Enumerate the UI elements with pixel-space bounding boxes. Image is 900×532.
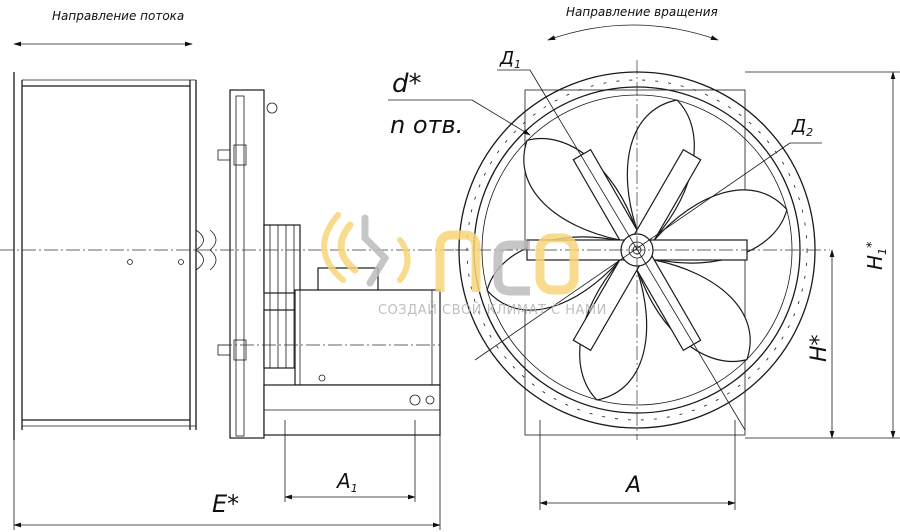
watermark-slogan: СОЗДАЙ СВОЙ КЛИМАТ С НАМИ	[378, 302, 607, 318]
dimension-annotations: d* n отв. Д1 Д2 H1* H* A1 A E*	[13, 48, 900, 530]
rotation-direction-label: Направление вращения	[566, 5, 718, 19]
d2-label: Д2	[791, 116, 813, 139]
electric-motor	[294, 267, 441, 386]
rotation-arrow	[547, 24, 719, 41]
a1-label: A1	[335, 469, 358, 495]
flow-direction-label: Направление потока	[52, 9, 184, 23]
h-label: H*	[807, 334, 832, 362]
duct-casing	[13, 72, 217, 440]
front-view	[455, 60, 830, 440]
flow-direction-indicator: Направление потока	[13, 9, 193, 47]
pulley-belt-drive	[263, 224, 301, 369]
motor-base	[263, 384, 441, 436]
e-label: E*	[212, 490, 239, 518]
ground-icon	[409, 394, 421, 406]
h1-label: H1*	[863, 241, 889, 270]
d1-label: Д1	[499, 48, 521, 71]
a-label: A	[624, 473, 641, 498]
watermark: СОЗДАЙ СВОЙ КЛИМАТ С НАМИ	[321, 212, 607, 318]
mounting-plate	[217, 89, 278, 439]
side-view	[0, 72, 460, 440]
hole-diameter-label: d*	[392, 69, 422, 99]
hole-count-label: n отв.	[390, 111, 463, 139]
rotation-direction-indicator: Направление вращения	[547, 5, 719, 41]
